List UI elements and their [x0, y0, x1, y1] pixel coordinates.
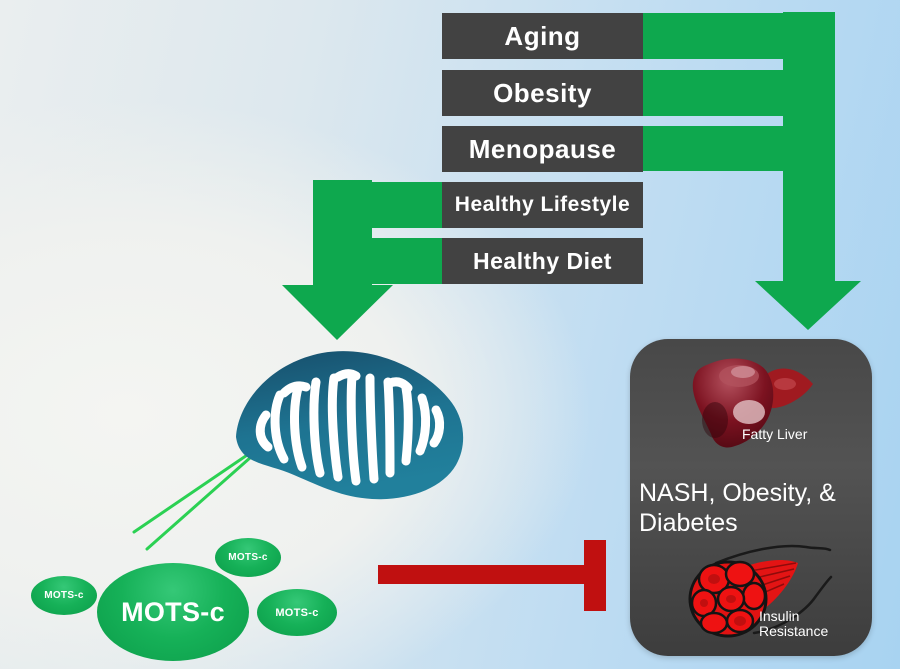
fatty-liver-caption: Fatty Liver: [742, 426, 808, 442]
muscle-tendon-top: [714, 544, 832, 565]
secretion-lines: [132, 447, 258, 551]
outcome-panel: Fatty Liver NASH, Obesity, & Diabetes: [630, 339, 872, 656]
factor-box-healthy-diet: Healthy Diet: [442, 238, 643, 284]
mots-c-main-label: MOTS-c: [121, 596, 225, 627]
liver-shadow: [702, 402, 728, 438]
factor-box-aging: Aging: [442, 13, 643, 59]
factor-label-healthy-diet: Healthy Diet: [473, 247, 612, 274]
pathway-arrow-left: [282, 180, 443, 340]
factor-label-aging: Aging: [504, 20, 581, 51]
insulin-caption-line1: Insulin: [759, 608, 800, 624]
outcome-title-line2: Diabetes: [639, 509, 738, 537]
mitochondrion-illustration: [236, 351, 464, 500]
mitochondrion-cristae: [255, 369, 445, 486]
outcome-title-line1: NASH, Obesity, &: [639, 479, 836, 507]
factor-label-menopause: Menopause: [468, 133, 617, 164]
factor-box-menopause: Menopause: [442, 126, 643, 172]
mots-c-small-label-1: MOTS-c: [44, 590, 84, 601]
pathway-arrow-right: [641, 12, 861, 330]
liver-right-highlight: [774, 378, 796, 390]
insulin-resistance-caption: Insulin Resistance: [759, 609, 828, 639]
mots-c-small-oval-2: MOTS-c: [215, 538, 281, 577]
factor-box-healthy-lifestyle: Healthy Lifestyle: [442, 182, 643, 228]
liver-pale-spot: [733, 400, 765, 424]
muscle-fascicle-spots: [700, 574, 746, 626]
factor-label-healthy-lifestyle: Healthy Lifestyle: [454, 193, 631, 216]
insulin-caption-line2: Resistance: [759, 623, 829, 639]
mots-c-main-oval: MOTS-c: [97, 563, 249, 661]
muscle-tendon-bottom: [752, 575, 833, 635]
muscle-illustration: [688, 544, 833, 638]
liver-top-gloss: [731, 366, 755, 378]
fatty-liver-illustration: [692, 358, 813, 448]
outcome-title: NASH, Obesity, & Diabetes: [639, 478, 836, 538]
mots-c-small-label-2: MOTS-c: [228, 552, 268, 563]
factor-label-obesity: Obesity: [493, 77, 592, 108]
mots-c-small-oval-3: MOTS-c: [257, 589, 337, 636]
mots-c-small-oval-1: MOTS-c: [31, 576, 97, 615]
mots-c-small-label-3: MOTS-c: [275, 606, 319, 619]
inhibition-t-bar: [378, 540, 606, 611]
factor-box-obesity: Obesity: [442, 70, 643, 116]
